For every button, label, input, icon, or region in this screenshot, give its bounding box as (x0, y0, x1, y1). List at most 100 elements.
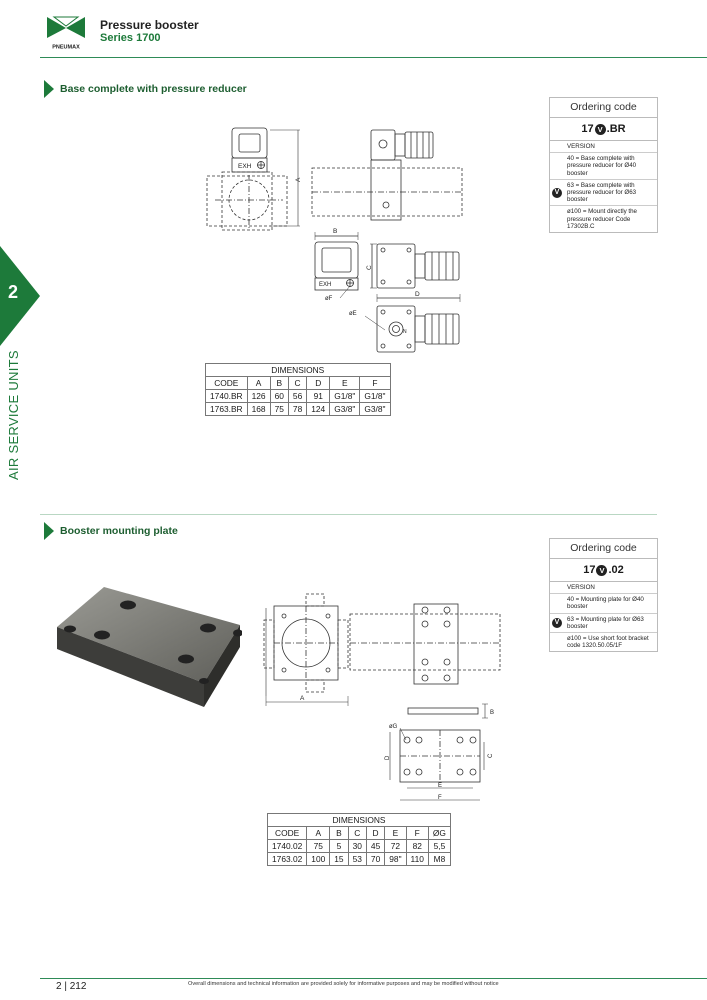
table-cell: 53 (347, 852, 367, 866)
technical-drawing-plate: A B øG D C E F (263, 593, 501, 801)
table-row: 1740.BR 126 60 56 91 G1/8" G1/8" (205, 389, 391, 403)
table-header: E (329, 376, 361, 390)
svg-text:øF: øF (325, 296, 333, 302)
table-cell: G1/8" (329, 389, 361, 403)
chapter-tab (0, 246, 40, 346)
logo-text: PNEUMAX (52, 45, 80, 51)
table-row: 1763.BR 168 75 78 124 G3/8" G3/8" (205, 402, 391, 416)
svg-text:øG: øG (389, 724, 398, 730)
table-cell: 91 (306, 389, 331, 403)
section-title-base: Base complete with pressure reducer (60, 83, 247, 95)
table-cell: 5,5 (427, 839, 451, 853)
table-header: A (246, 376, 271, 390)
table-cell: 15 (329, 852, 349, 866)
table-cell: 1740.02 (266, 839, 308, 853)
table-cell: 78 (287, 402, 308, 416)
svg-text:B: B (333, 228, 337, 235)
table-header: F (359, 376, 391, 390)
table-header: A (306, 826, 331, 840)
table-cell: 110 (405, 852, 429, 866)
mounting-plate-photo (57, 587, 242, 707)
section-arrow-icon (44, 522, 54, 540)
section-arrow-icon (44, 80, 54, 98)
svg-text:A: A (300, 695, 305, 702)
svg-text:F: F (438, 795, 442, 801)
table-cell: G3/8" (359, 402, 391, 416)
footer-rule (40, 978, 707, 979)
table-caption: DIMENSIONS (267, 813, 451, 827)
technical-drawing-base: EXH A B EXH øF C D øE N (206, 127, 463, 353)
svg-text:C: C (366, 265, 373, 270)
table-cell: 1763.02 (266, 852, 308, 866)
table-header: ØG (427, 826, 451, 840)
page-number: 2 | 212 (56, 981, 87, 992)
dimensions-table-base: DIMENSIONS CODE A B C D E F 1740.BR 126 … (205, 363, 391, 416)
table-cell: 72 (384, 839, 407, 853)
table-cell: G3/8" (329, 402, 361, 416)
table-header: C (287, 376, 308, 390)
svg-text:D: D (415, 291, 420, 298)
table-cell: 70 (365, 852, 386, 866)
pneumax-logo: PNEUMAX (44, 14, 88, 52)
table-cell: 168 (246, 402, 271, 416)
table-cell: 1740.BR (205, 389, 248, 403)
table-cell: 75 (269, 402, 289, 416)
section-title-plate: Booster mounting plate (60, 525, 178, 537)
table-header: F (405, 826, 429, 840)
dimensions-table-plate-wrap: DIMENSIONS CODE A B C D E F ØG 1740.02 7… (266, 813, 451, 866)
table-cell: 56 (287, 389, 308, 403)
v-marker-icon: V (552, 617, 562, 628)
table-cell: 75 (306, 839, 331, 853)
table-header: CODE (266, 826, 308, 840)
svg-text:A: A (295, 177, 302, 182)
table-row: 1740.02 75 5 30 45 72 82 5,5 (266, 839, 451, 853)
table-cell: 124 (306, 402, 331, 416)
table-caption: DIMENSIONS (205, 363, 391, 377)
ordering-code-heading: Ordering code (550, 98, 657, 118)
svg-text:N: N (403, 329, 407, 335)
ordering-code-heading: Ordering code (550, 539, 657, 559)
svg-text:E: E (438, 783, 442, 789)
dimensions-table-base-wrap: DIMENSIONS CODE A B C D E F 1740.BR 126 … (205, 363, 391, 416)
table-cell: 60 (269, 389, 289, 403)
footer-disclaimer: Overall dimensions and technical informa… (188, 981, 499, 987)
header-rule (40, 57, 707, 58)
table-header: C (347, 826, 367, 840)
page-title: Pressure booster (100, 18, 199, 32)
table-cell: M8 (427, 852, 451, 866)
table-header-row: CODE A B C D E F ØG (266, 826, 451, 840)
table-cell: 30 (347, 839, 367, 853)
table-cell: G1/8" (359, 389, 391, 403)
version-option: ø100 = Mount directly the pressure reduc… (567, 208, 637, 230)
chapter-label: AIR SERVICE UNITS (6, 350, 21, 480)
chapter-number: 2 (8, 282, 19, 302)
svg-text:EXH: EXH (238, 163, 252, 170)
table-header-row: CODE A B C D E F (205, 376, 391, 390)
table-cell: 100 (306, 852, 331, 866)
version-option: 40 = Base complete with pressure reducer… (550, 153, 657, 180)
table-cell: 5 (329, 839, 349, 853)
table-row: 1763.02 100 15 53 70 98" 110 M8 (266, 852, 451, 866)
svg-text:B: B (490, 710, 494, 716)
page-series: Series 1700 (100, 32, 161, 44)
table-header: D (365, 826, 386, 840)
table-header: B (329, 826, 349, 840)
svg-text:C: C (488, 753, 494, 758)
table-cell: 126 (246, 389, 271, 403)
table-cell: 45 (365, 839, 386, 853)
svg-text:D: D (385, 755, 391, 760)
table-cell: 82 (405, 839, 429, 853)
section-separator (40, 514, 657, 515)
svg-text:EXH: EXH (319, 282, 331, 288)
table-cell: 1763.BR (205, 402, 248, 416)
version-option: ø100 = Use short foot bracket code 1320.… (567, 635, 649, 650)
v-marker-icon: V (552, 187, 562, 198)
version-label: VERSION (550, 582, 657, 595)
table-header: CODE (205, 376, 248, 390)
version-option: 40 = Mounting plate for Ø40 booster (550, 594, 657, 614)
